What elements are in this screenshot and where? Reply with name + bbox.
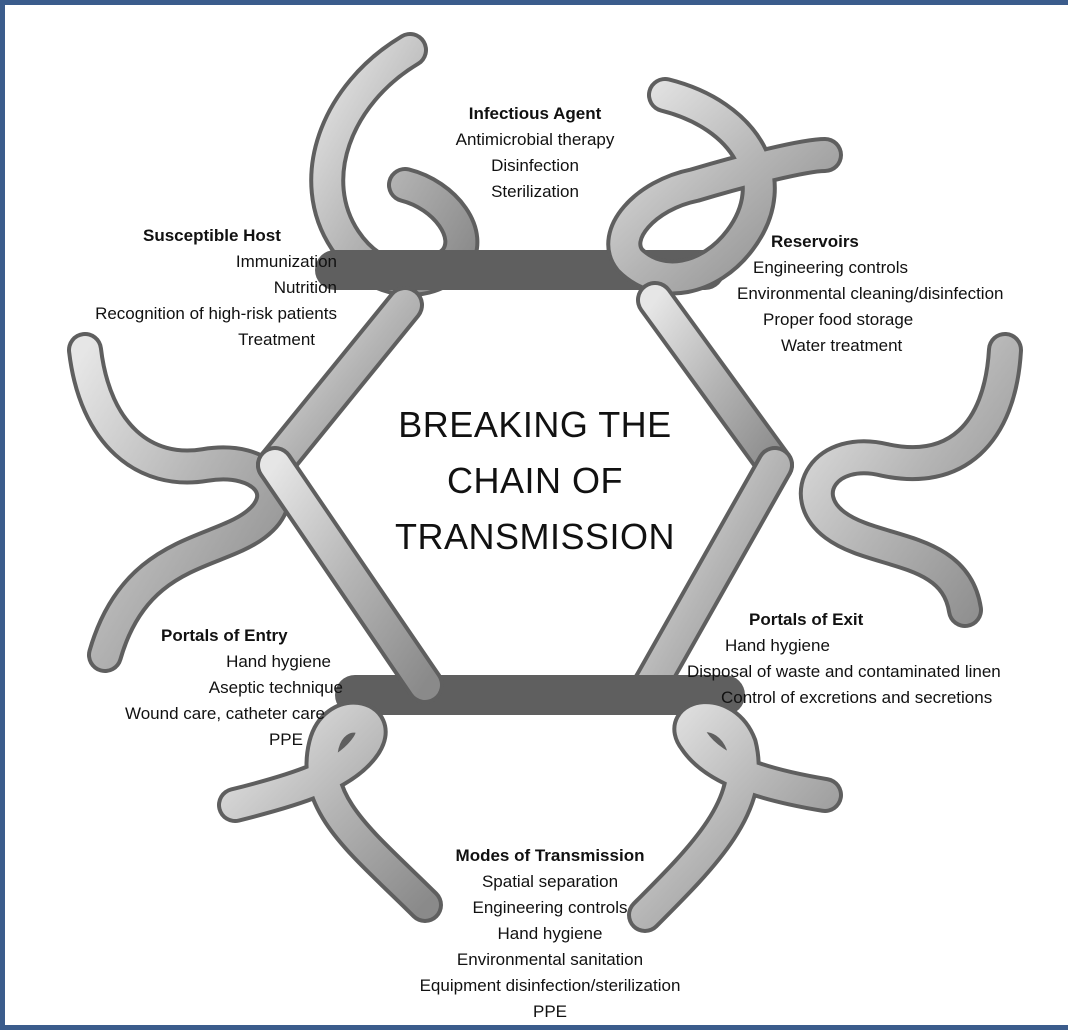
node-item: PPE <box>532 1002 568 1021</box>
node-heading: Portals of Entry <box>161 626 288 645</box>
node-item: Hand hygiene <box>226 652 331 671</box>
node-item: Sterilization <box>491 182 579 201</box>
node-item: Engineering controls <box>753 258 908 277</box>
node-portals-of-exit: Portals of Exit Hand hygiene Disposal of… <box>687 607 1068 711</box>
chain-links-graphic <box>67 32 1023 933</box>
node-heading: Portals of Exit <box>749 610 864 629</box>
node-item: Antimicrobial therapy <box>455 130 615 149</box>
title-line-2: CHAIN OF <box>446 460 623 501</box>
node-heading: Infectious Agent <box>468 104 602 123</box>
node-heading: Susceptible Host <box>143 226 281 245</box>
node-item: Hand hygiene <box>725 636 830 655</box>
node-item: Engineering controls <box>472 898 628 917</box>
node-item: Wound care, catheter care <box>124 704 325 723</box>
node-item: Treatment <box>238 330 315 349</box>
node-reservoirs: Reservoirs Engineering controls Environm… <box>737 229 1068 359</box>
chain-link-left <box>67 286 444 704</box>
chain-title: BREAKING THE CHAIN OF TRANSMISSION <box>365 397 705 565</box>
node-heading: Reservoirs <box>771 232 859 251</box>
node-item: Nutrition <box>273 278 337 297</box>
node-heading: Modes of Transmission <box>455 846 645 865</box>
node-item: Spatial separation <box>481 872 619 891</box>
node-item: Disinfection <box>491 156 579 175</box>
chain-link-top <box>309 32 843 297</box>
node-item: Environmental cleaning/disinfection <box>737 284 1004 303</box>
node-infectious-agent: Infectious Agent Antimicrobial therapy D… <box>425 101 645 205</box>
node-item: Recognition of high-risk patients <box>95 304 337 323</box>
node-item: Proper food storage <box>763 310 914 329</box>
title-line-1: BREAKING THE <box>398 404 672 445</box>
chain-link-right <box>626 332 1023 714</box>
node-item: Equipment disinfection/sterilization <box>419 976 681 995</box>
node-item: Environmental sanitation <box>456 950 644 969</box>
node-item: Water treatment <box>781 336 903 355</box>
node-item: Control of excretions and secretions <box>721 688 993 707</box>
node-modes-of-transmission: Modes of Transmission Spatial separation… <box>375 843 725 1025</box>
node-portals-of-entry: Portals of Entry Hand hygiene Aseptic te… <box>65 623 343 753</box>
node-susceptible-host: Susceptible Host Immunization Nutrition … <box>21 223 337 353</box>
title-line-3: TRANSMISSION <box>394 516 676 557</box>
node-item: Disposal of waste and contaminated linen <box>687 662 1001 681</box>
node-item: Immunization <box>235 252 337 271</box>
node-item: Hand hygiene <box>497 924 603 943</box>
node-item: PPE <box>268 730 303 749</box>
node-item: Aseptic technique <box>208 678 343 697</box>
chain-link-right-upper <box>636 281 794 484</box>
